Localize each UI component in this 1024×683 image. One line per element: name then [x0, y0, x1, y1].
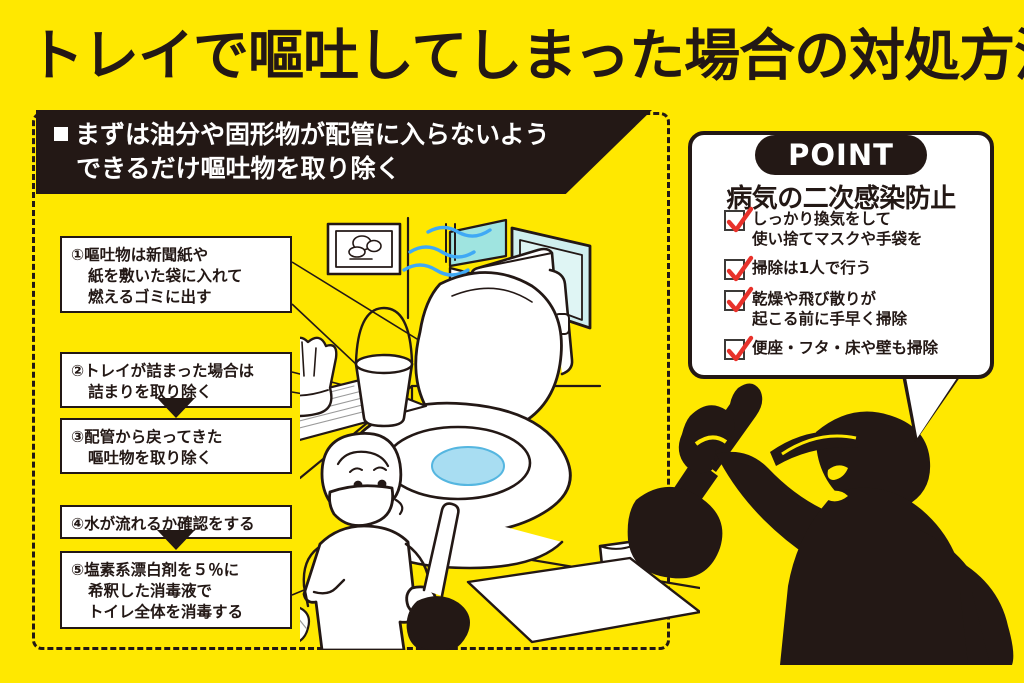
point-subtitle: 病気の二次感染防止	[726, 184, 956, 214]
checklist-1-line-2: 使い捨てマスクや手袋を	[752, 230, 923, 248]
arrow-step-2-to-3-icon	[157, 398, 195, 418]
section-banner: まずは油分や固形物が配管に入らないよう できるだけ嘔吐物を取り除く	[36, 110, 652, 194]
step-2-line-1: ②トレイが詰まった場合は	[71, 362, 255, 380]
checklist-item-1[interactable]: しっかり換気をして 使い捨てマスクや手袋を	[724, 206, 990, 249]
checklist-item-2[interactable]: 掃除は1人で行う	[724, 255, 990, 282]
step-3-line-1: ③配管から戻ってきた	[71, 428, 223, 446]
check-icon	[726, 335, 754, 362]
checklist-item-2-text: 掃除は1人で行う	[752, 258, 871, 278]
step-2-line-2: 詰まりを取り除く	[88, 383, 213, 401]
point-checklist: しっかり換気をして 使い捨てマスクや手袋を 掃除は1人で行う 乾燥や飛び散りが	[724, 206, 990, 369]
step-box-5: ⑤塩素系漂白剤を５％に 希釈した消毒液で トイレ全体を消毒する	[60, 551, 292, 629]
step-box-4: ④水が流れるか確認をする	[60, 505, 292, 539]
check-icon	[726, 255, 754, 282]
arrow-step-4-to-5-icon	[157, 530, 195, 550]
step-5-line-3: トイレ全体を消毒する	[88, 603, 244, 621]
checklist-item-4[interactable]: 便座・フタ・床や壁も掃除	[724, 335, 990, 362]
checkbox-1[interactable]	[724, 206, 754, 233]
check-icon	[726, 286, 754, 313]
checklist-4-line-1: 便座・フタ・床や壁も掃除	[752, 339, 939, 357]
checklist-item-1-text: しっかり換気をして 使い捨てマスクや手袋を	[752, 209, 923, 249]
banner-line-1: まずは油分や固形物が配管に入らないよう	[75, 120, 550, 149]
step-5-line-2: 希釈した消毒液で	[88, 582, 213, 600]
step-1-line-3: 燃えるゴミに出す	[88, 288, 212, 306]
check-icon	[726, 206, 754, 233]
step-1-line-2: 紙を敷いた袋に入れて	[88, 267, 243, 285]
checklist-item-3-text: 乾燥や飛び散りが 起こる前に手早く掃除	[752, 289, 907, 329]
checklist-3-line-1: 乾燥や飛び散りが	[752, 290, 877, 308]
checklist-2-line-1: 掃除は1人で行う	[752, 259, 872, 277]
step-4-line-1: ④水が流れるか確認をする	[71, 515, 255, 533]
step-3-line-2: 嘔吐物を取り除く	[88, 449, 213, 467]
page-title: トレイで嘔吐してしまった場合の対処方法	[28, 24, 1024, 89]
square-bullet-icon	[54, 127, 68, 141]
checkbox-4[interactable]	[724, 335, 754, 362]
banner-line-2: できるだけ嘔吐物を取り除く	[76, 154, 401, 183]
step-box-1: ①嘔吐物は新聞紙や 紙を敷いた袋に入れて 燃えるゴミに出す	[60, 236, 292, 313]
toilet-room-illustration	[300, 216, 700, 650]
step-box-3: ③配管から戻ってきた 嘔吐物を取り除く	[60, 418, 292, 474]
checklist-1-line-1: しっかり換気をして	[752, 210, 892, 228]
checkbox-3[interactable]	[724, 286, 754, 313]
checklist-3-line-2: 起こる前に手早く掃除	[752, 310, 908, 328]
checklist-item-4-text: 便座・フタ・床や壁も掃除	[752, 338, 938, 358]
step-5-line-1: ⑤塩素系漂白剤を５％に	[71, 561, 240, 579]
checklist-item-3[interactable]: 乾燥や飛び散りが 起こる前に手早く掃除	[724, 286, 990, 329]
banner-text: まずは油分や固形物が配管に入らないよう できるだけ嘔吐物を取り除く	[54, 118, 634, 186]
checkbox-2[interactable]	[724, 255, 754, 282]
point-label: POINT	[755, 135, 927, 175]
step-1-line-1: ①嘔吐物は新聞紙や	[71, 246, 209, 264]
worker-silhouette	[627, 383, 1014, 665]
point-bubble	[688, 131, 994, 379]
